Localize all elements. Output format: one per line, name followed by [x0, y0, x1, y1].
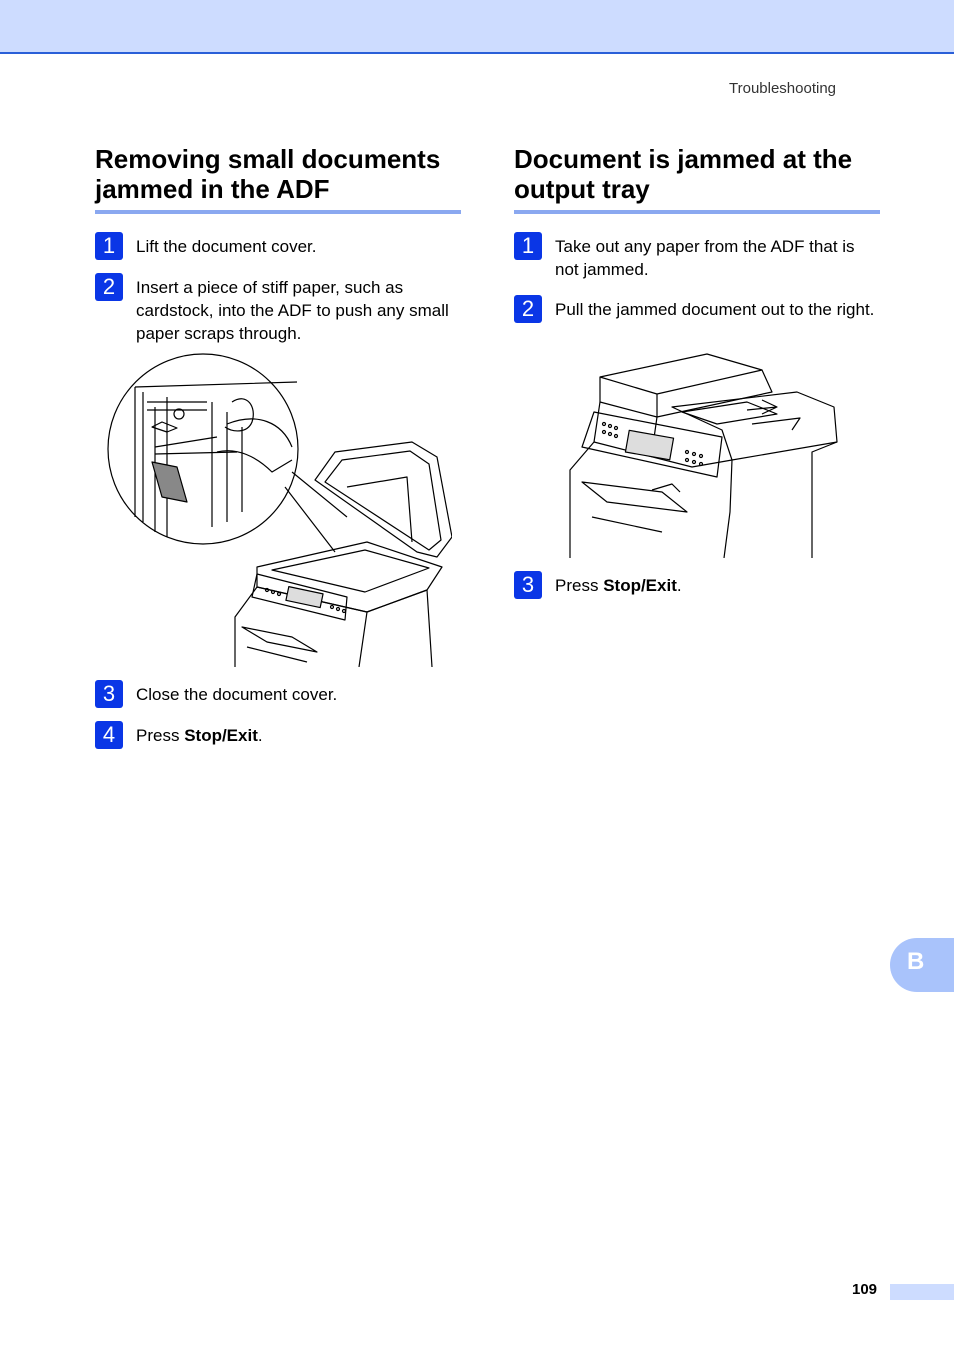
button-name-stop-exit: Stop/Exit: [184, 726, 258, 745]
step-text: Close the document cover.: [136, 685, 338, 704]
step-text: Press Stop/Exit.: [555, 576, 682, 595]
chapter-letter: B: [907, 948, 925, 975]
button-name-stop-exit: Stop/Exit: [603, 576, 677, 595]
output-tray-jam-illustration: [569, 353, 838, 558]
step-number-badge: 3: [514, 571, 542, 599]
step-number-badge: 1: [514, 232, 542, 260]
step-number-badge: 3: [95, 680, 123, 708]
adf-cardstock-illustration: [107, 353, 452, 667]
step-text: Press Stop/Exit.: [136, 726, 263, 745]
left-column: Removing small documents jammed in the A…: [95, 144, 461, 749]
step-text: Take out any paper from the ADF that is …: [555, 237, 855, 279]
step-number-badge: 4: [95, 721, 123, 749]
right-column: Document is jammed at the output tray 1 …: [514, 144, 880, 599]
step-text: Lift the document cover.: [136, 237, 317, 256]
running-head: Troubleshooting: [729, 80, 837, 97]
step-number-badge: 1: [95, 232, 123, 260]
step-text: Insert a piece of stiff paper, such as c…: [136, 278, 449, 343]
section-heading-output-tray: Document is jammed at the output tray: [514, 144, 880, 214]
step-number-badge: 2: [95, 273, 123, 301]
step-number-badge: 2: [514, 295, 542, 323]
header-band: [0, 0, 954, 54]
footer-bar: [890, 1284, 954, 1300]
section-heading-adf: Removing small documents jammed in the A…: [95, 144, 461, 214]
step-text: Pull the jammed document out to the righ…: [555, 300, 875, 319]
page-number: 109: [852, 1281, 878, 1298]
chapter-side-tab: B: [890, 938, 954, 992]
